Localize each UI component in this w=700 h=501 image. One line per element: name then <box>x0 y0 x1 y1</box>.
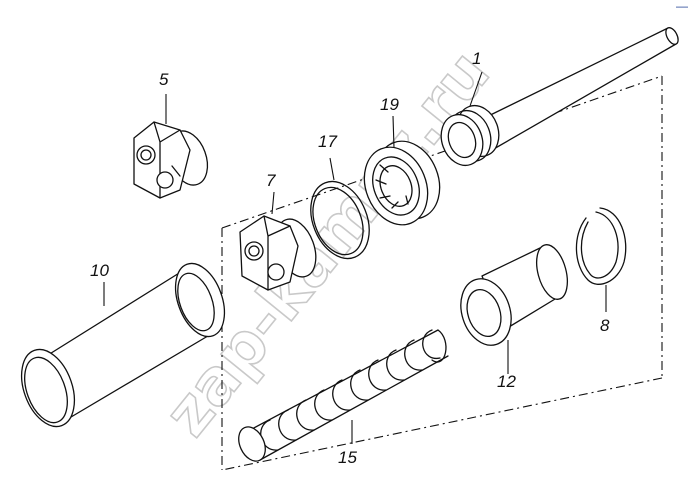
callout-part-19: 19 <box>380 95 399 114</box>
callout-part-7: 7 <box>266 171 276 190</box>
assembly-axis-lines <box>221 75 663 471</box>
nut-part-7 <box>239 215 317 291</box>
bushing-part-12 <box>460 244 568 346</box>
shaft-part-1 <box>440 27 679 167</box>
callout-part-17: 17 <box>318 132 337 151</box>
bearing-part-19 <box>363 140 441 226</box>
snap-ring-part-8 <box>575 207 627 285</box>
nut-part-5 <box>133 121 209 199</box>
callout-part-12: 12 <box>497 372 516 391</box>
callout-part-8: 8 <box>600 316 610 335</box>
ring-part-17 <box>310 180 370 260</box>
callout-part-1: 1 <box>472 49 481 68</box>
callout-part-15: 15 <box>338 448 357 467</box>
corner-mark: — <box>676 0 688 13</box>
callout-part-10: 10 <box>90 261 109 280</box>
leader-lines <box>103 71 607 444</box>
tube-part-10 <box>20 262 226 428</box>
spring-part-15 <box>238 329 449 462</box>
callout-part-5: 5 <box>159 70 169 89</box>
watermark-text: zap-kamaz.ru <box>150 37 504 450</box>
